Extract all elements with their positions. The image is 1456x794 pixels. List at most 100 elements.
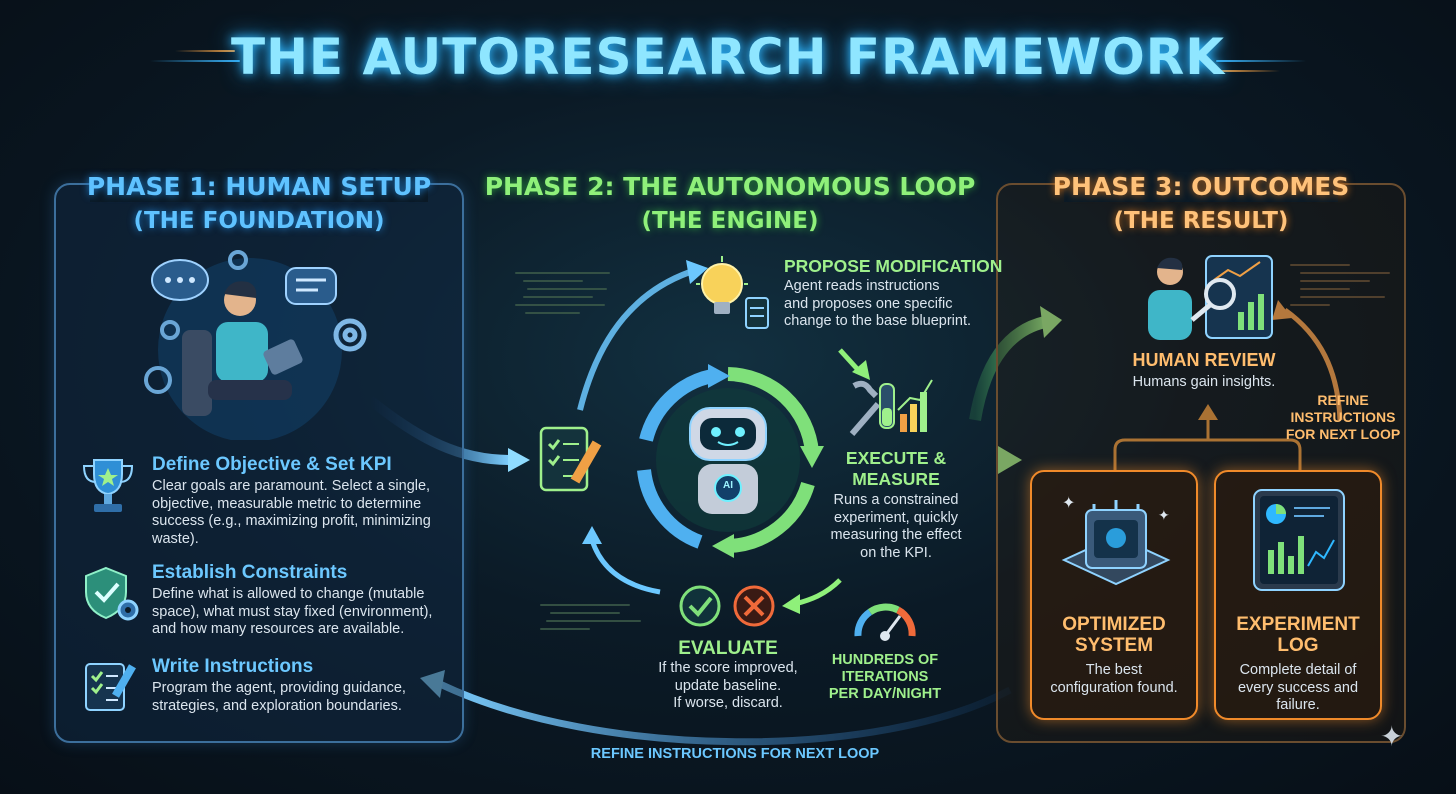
execute-title-line: MEASURE — [852, 469, 940, 489]
phase2-heading-line2: (THE ENGINE) — [641, 208, 819, 234]
arrow-loop-to-review — [969, 316, 1047, 421]
tablet-chart-icon — [1253, 489, 1345, 591]
optimized-system-text: The best configuration found. — [1032, 662, 1196, 697]
optimized-system-title: OPTIMIZED SYSTEM — [1032, 614, 1196, 656]
experiment-log-title: EXPERIMENT LOG — [1216, 614, 1380, 656]
optimized-system-text-line: The best — [1085, 662, 1143, 678]
constraints-item-text: Define what is allowed to change (mutabl… — [152, 586, 462, 639]
constraints-item-text-line: space), what must stay fixed (environmen… — [152, 603, 433, 620]
phase2-heading-line1: PHASE 2: THE AUTONOMOUS LOOP — [484, 172, 976, 201]
title-decoration-left-2 — [175, 50, 235, 52]
instructions-item-title: Write Instructions — [152, 656, 314, 677]
evaluate-text-line: update baseline. — [674, 677, 782, 694]
optimized-system-card: ✦ ✦ OPTIMIZED SYSTEM The best configurat… — [1030, 470, 1198, 720]
title-decoration-left — [150, 60, 240, 62]
speedometer-icon — [854, 603, 916, 641]
code-snippet-bottom-left — [540, 604, 650, 636]
phase1-heading-line2: (THE FOUNDATION) — [133, 208, 385, 234]
execute-title: EXECUTE & MEASURE — [826, 448, 966, 490]
instructions-item-text-line: strategies, and exploration boundaries. — [152, 697, 402, 714]
optimized-system-title-line: OPTIMIZED — [1062, 614, 1166, 635]
human-review-title: HUMAN REVIEW — [1132, 350, 1276, 370]
evaluate-text-line: If worse, discard. — [673, 695, 783, 711]
code-snippet-top-right — [1290, 264, 1400, 312]
kpi-item-title: Define Objective & Set KPI — [152, 454, 392, 475]
iterations-label-line: ITERATIONS — [841, 669, 929, 685]
trophy-icon — [82, 459, 134, 512]
chat-bubble-icon — [285, 267, 337, 305]
iterations-label: HUNDREDS OF ITERATIONS PER DAY/NIGHT — [822, 652, 948, 703]
loop-arrow-back — [589, 539, 661, 595]
server-chip-icon: ✦ ✦ — [1061, 493, 1171, 586]
phase3-heading-line1: PHASE 3: OUTCOMES — [1052, 172, 1350, 201]
phase3-heading-line2: (THE RESULT) — [1113, 208, 1289, 234]
robot-icon — [689, 407, 767, 514]
refine-bottom-label: REFINE INSTRUCTIONS FOR NEXT LOOP — [590, 746, 880, 762]
propose-text: Agent reads instructions and proposes on… — [784, 278, 984, 331]
person-icon — [182, 281, 303, 416]
shield-gear-icon — [85, 566, 139, 621]
title-decoration-right — [1216, 60, 1306, 62]
optimized-system-title-line: SYSTEM — [1074, 635, 1154, 656]
page-title: THE AUTORESEARCH FRAMEWORK — [230, 28, 1226, 86]
svg-text:✦: ✦ — [1062, 493, 1075, 512]
robot-chest-label: AI — [723, 480, 733, 491]
gear-icon — [144, 250, 248, 394]
gear-icon — [333, 318, 367, 352]
speech-bubble-icon — [151, 259, 209, 301]
tools-chart-icon — [849, 379, 933, 436]
experiment-log-text-line: Complete detail of — [1239, 662, 1357, 678]
constraints-item-title: Establish Constraints — [152, 562, 348, 583]
refine-right-label: REFINE INSTRUCTIONS FOR NEXT LOOP — [1268, 392, 1418, 443]
execute-text-line: experiment, quickly — [833, 509, 959, 526]
phase3-heading-bg — [1064, 172, 1338, 202]
phase1-heading: PHASE 1: HUMAN SETUP (THE FOUNDATION) — [54, 170, 464, 238]
instructions-item-text-line: Program the agent, providing guidance, — [152, 680, 406, 696]
experiment-log-title-line: LOG — [1277, 635, 1319, 656]
title-decoration-right-2 — [1220, 70, 1280, 72]
kpi-item-text-line: objective, measurable metric to determin… — [152, 495, 422, 512]
experiment-log-title-line: EXPERIMENT — [1236, 614, 1360, 635]
constraints-item: Establish Constraints Define what is all… — [80, 560, 450, 640]
iterations-label-line: HUNDREDS OF — [831, 652, 939, 668]
evaluate-title: EVALUATE — [678, 638, 778, 659]
execute-text-line: measuring the effect — [830, 527, 962, 543]
instructions-item-text: Program the agent, providing guidance, s… — [152, 680, 462, 715]
svg-text:✦: ✦ — [1158, 508, 1170, 524]
kpi-item-text-line: waste). — [152, 530, 199, 547]
human-review-text: Humans gain insights. — [1132, 374, 1276, 390]
execute-text-line: on the KPI. — [860, 544, 932, 561]
propose-text-line: and proposes one specific — [784, 295, 953, 312]
outcome-branch-lines — [1113, 420, 1302, 470]
propose-text-line: change to the base blueprint. — [784, 313, 972, 329]
phase1-heading-bg — [90, 172, 428, 202]
constraints-item-text-line: Define what is allowed to change (mutabl… — [152, 586, 425, 602]
kpi-item-text: Clear goals are paramount. Select a sing… — [152, 478, 452, 548]
checklist-pencil-icon — [539, 426, 602, 492]
check-cross-icon — [679, 585, 775, 627]
execute-text: Runs a constrained experiment, quickly m… — [816, 492, 976, 562]
human-setup-illustration — [144, 250, 367, 440]
instructions-item: Write Instructions Program the agent, pr… — [80, 656, 450, 726]
kpi-item: Define Objective & Set KPI Clear goals a… — [80, 452, 450, 562]
refine-right-label-line: REFINE INSTRUCTIONS — [1290, 392, 1396, 425]
loop-arrow-eval — [794, 578, 842, 607]
kpi-item-text-line: Clear goals are paramount. Select a sing… — [152, 478, 431, 494]
phase3-heading: PHASE 3: OUTCOMES (THE RESULT) — [996, 170, 1406, 238]
iterations-label-line: PER DAY/NIGHT — [828, 686, 942, 702]
phase1-heading-line1: PHASE 1: HUMAN SETUP — [86, 172, 432, 201]
arrow-refine-right — [1283, 307, 1343, 421]
optimized-system-text-line: configuration found. — [1050, 679, 1178, 696]
refine-right-label-line: FOR NEXT LOOP — [1285, 426, 1401, 442]
code-snippet-top-left — [515, 272, 625, 320]
propose-title: PROPOSE MODIFICATION — [784, 256, 1003, 276]
autonomous-loop-cycle — [637, 364, 824, 558]
experiment-log-text: Complete detail of every success and fai… — [1216, 662, 1380, 715]
loop-arrow-top — [577, 269, 692, 411]
execute-text-line: Runs a constrained — [833, 492, 959, 508]
propose-text-line: Agent reads instructions — [784, 278, 940, 294]
sparkle-icon: ✦ — [1380, 721, 1404, 752]
experiment-log-text-line: failure. — [1276, 697, 1320, 713]
evaluate-text-line: If the score improved, — [658, 660, 798, 676]
